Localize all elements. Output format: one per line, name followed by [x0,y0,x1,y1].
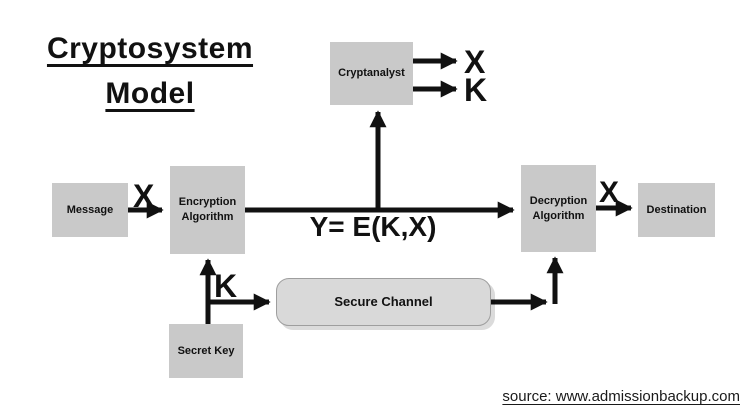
page-title: Cryptosystem Model [20,26,280,116]
node-secret-key: Secret Key [169,324,243,378]
label-plaintext-in: X [133,178,155,214]
node-message-label: Message [66,203,114,216]
label-cipher-equation: Y= E(K,X) [309,211,437,242]
node-encryption-algorithm-label: Encryption Algorithm [178,196,237,223]
label-plaintext-out: X [599,176,620,209]
node-decryption-algorithm-label: Decryption Algorithm [529,194,588,222]
source-credit: source: www.admissionbackup.com [502,388,740,405]
node-secure-channel-label: Secure Channel [334,294,433,310]
page-title-line1: Cryptosystem [46,32,254,65]
page-title-line2: Model [105,77,195,110]
node-encryption-algorithm: Encryption Algorithm [170,166,245,254]
node-decryption-algorithm: Decryption Algorithm [521,165,596,252]
node-destination-label: Destination [646,203,707,216]
node-message: Message [52,183,128,237]
node-cryptanalyst: Cryptanalyst [330,42,413,105]
node-secret-key-label: Secret Key [177,344,235,357]
label-cryptanalyst-recovered-key: K [464,72,488,108]
node-cryptanalyst-label: Cryptanalyst [338,67,405,80]
node-destination: Destination [638,183,715,237]
label-cryptanalyst-recovered-plaintext: X [464,44,486,80]
label-secret-key-k: K [214,268,238,304]
node-secure-channel: Secure Channel [276,278,491,326]
